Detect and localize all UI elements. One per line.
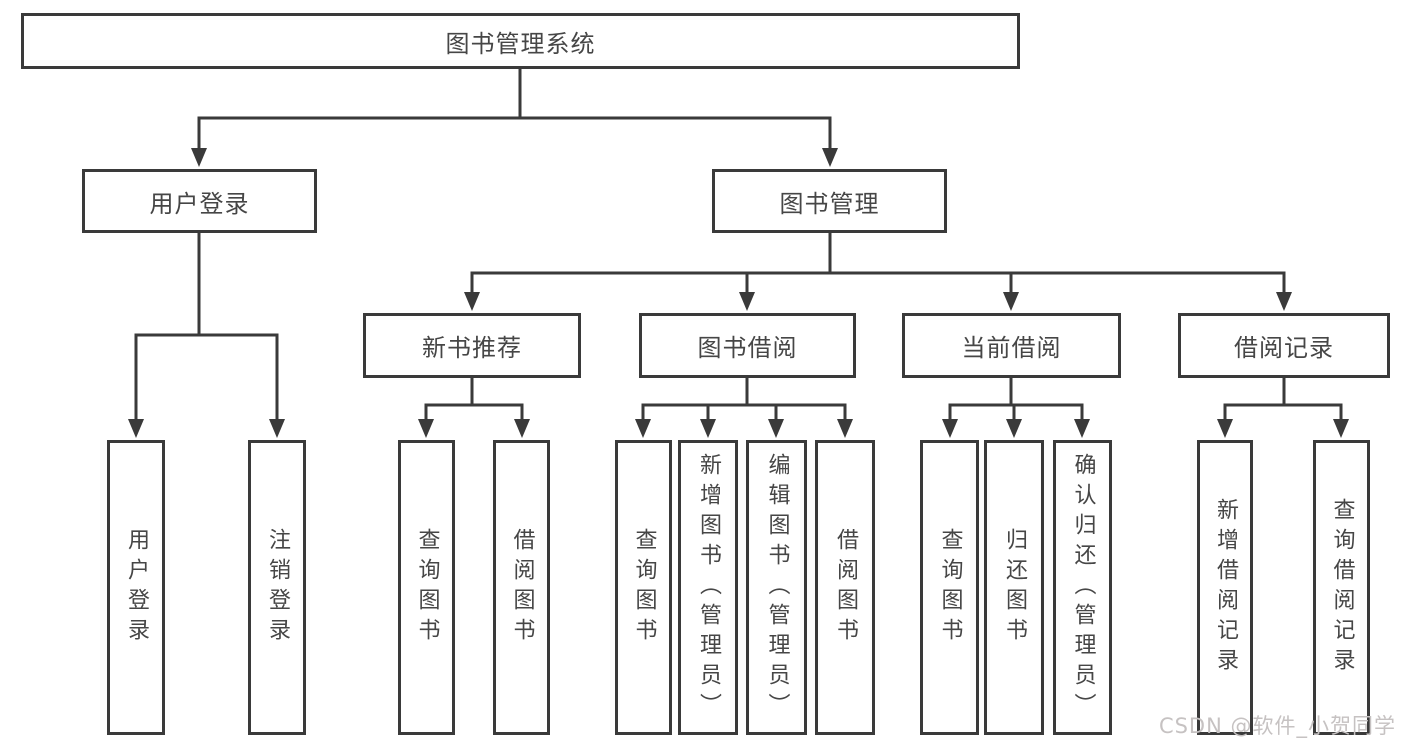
node-label: 借阅记录	[1234, 334, 1334, 362]
node-leaf-bb-edit-books-admin: 编辑图书（管理员）	[746, 440, 807, 735]
node-user-login: 用户登录	[82, 169, 317, 233]
watermark: CSDN @软件_小贺同学	[1158, 714, 1396, 738]
node-leaf-nb-borrow-books: 借阅图书	[493, 440, 550, 735]
node-leaf-bb-query-books: 查询图书	[615, 440, 672, 735]
node-book-management: 图书管理	[712, 169, 947, 233]
node-label: 注销登录	[265, 527, 290, 648]
node-leaf-cb-query-books: 查询图书	[920, 440, 979, 735]
node-label: 借阅图书	[833, 527, 858, 648]
node-new-book-recommend: 新书推荐	[363, 313, 581, 378]
node-current-borrowing: 当前借阅	[902, 313, 1121, 378]
node-library-management-system: 图书管理系统	[21, 13, 1020, 69]
node-leaf-br-add-borrow-record: 新增借阅记录	[1197, 440, 1253, 735]
node-label: 归还图书	[1002, 527, 1027, 648]
node-label: 查询图书	[937, 527, 963, 648]
node-label: 新增图书（管理员）	[696, 452, 721, 723]
node-leaf-user-login: 用户登录	[107, 440, 165, 735]
node-label: 查询图书	[631, 527, 657, 648]
node-label: 新书推荐	[422, 334, 522, 362]
node-borrowing-records: 借阅记录	[1178, 313, 1390, 378]
node-leaf-br-query-borrow-record: 查询借阅记录	[1313, 440, 1370, 735]
node-label: 图书管理	[779, 189, 880, 218]
node-label: 查询图书	[414, 527, 440, 648]
arrowheads	[128, 148, 1349, 438]
node-book-borrowing: 图书借阅	[639, 313, 856, 378]
node-leaf-cb-return-books: 归还图书	[984, 440, 1044, 735]
node-leaf-bb-add-books-admin: 新增图书（管理员）	[678, 440, 738, 735]
node-leaf-cb-confirm-return-admin: 确认归还（管理员）	[1053, 440, 1112, 735]
node-leaf-nb-query-books: 查询图书	[398, 440, 455, 735]
node-label: 用户登录	[149, 189, 250, 218]
node-label: 图书借阅	[697, 334, 798, 362]
node-leaf-bb-borrow-books: 借阅图书	[815, 440, 875, 735]
node-label: 当前借阅	[961, 334, 1062, 362]
node-label: 用户登录	[124, 527, 149, 648]
node-leaf-logout: 注销登录	[248, 440, 306, 735]
node-label: 查询借阅记录	[1329, 497, 1355, 678]
node-label: 确认归还（管理员）	[1070, 452, 1096, 723]
node-label: 编辑图书（管理员）	[764, 452, 790, 723]
node-label: 借阅图书	[509, 527, 535, 648]
node-label: 图书管理系统	[445, 29, 596, 58]
node-label: 新增借阅记录	[1213, 497, 1238, 678]
